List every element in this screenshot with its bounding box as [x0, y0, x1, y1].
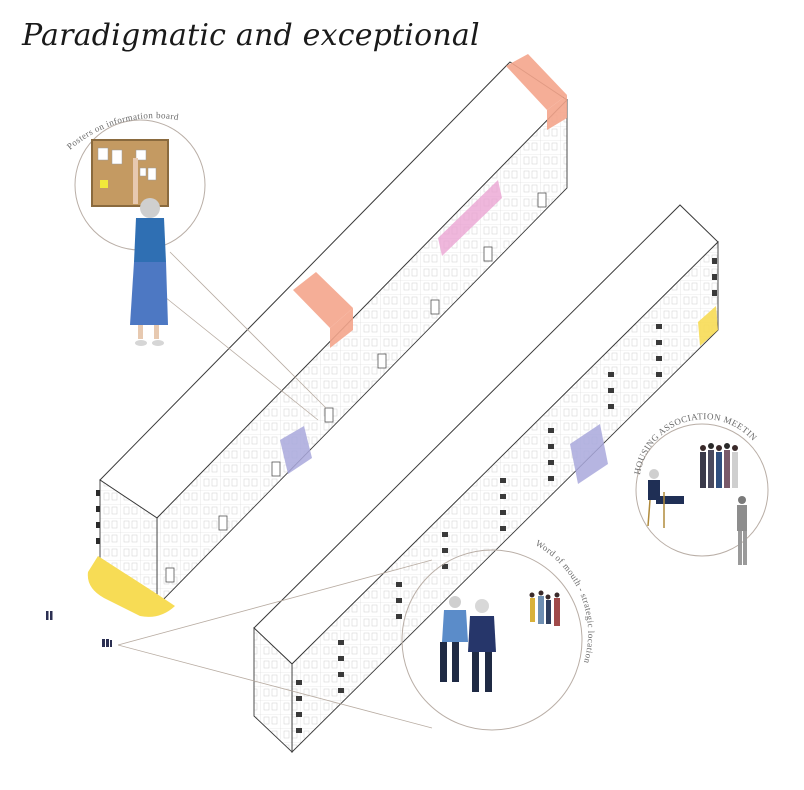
- ground-highlight-yellow: [87, 556, 175, 617]
- woman-figure: [130, 158, 168, 346]
- small-group: [529, 590, 560, 626]
- roof-highlight-salmon-2: [293, 272, 353, 328]
- page-title: Paradigmatic and exceptional: [22, 18, 480, 53]
- building-1-entrances: [165, 192, 547, 583]
- roof-highlight-salmon-1: [506, 54, 567, 110]
- meetings-circle: [635, 423, 769, 557]
- talking-couple: [440, 596, 496, 692]
- facade-highlight-lavender-2: [570, 424, 608, 484]
- seated-man: [647, 469, 684, 528]
- building-2-end-facade: [253, 626, 293, 754]
- tiny-figures: [46, 611, 112, 647]
- standing-woman: [737, 496, 747, 565]
- facade-highlight-lavender-1: [280, 426, 312, 474]
- group-figures: [700, 443, 738, 488]
- word-of-mouth-circle: [401, 549, 583, 731]
- building-1-end-balconies: [96, 490, 100, 544]
- posters-vignette: Posters on information board: [65, 110, 206, 346]
- building-2-balconies: [296, 258, 717, 733]
- building-2: [253, 204, 719, 754]
- building-1: [87, 54, 568, 617]
- facade-highlight-salmon-2: [330, 308, 353, 348]
- facade-highlight-yellow: [698, 306, 718, 346]
- facade-highlight-pink: [438, 180, 502, 256]
- facade-highlight-salmon-1: [547, 95, 567, 130]
- leader-lines: [117, 251, 433, 729]
